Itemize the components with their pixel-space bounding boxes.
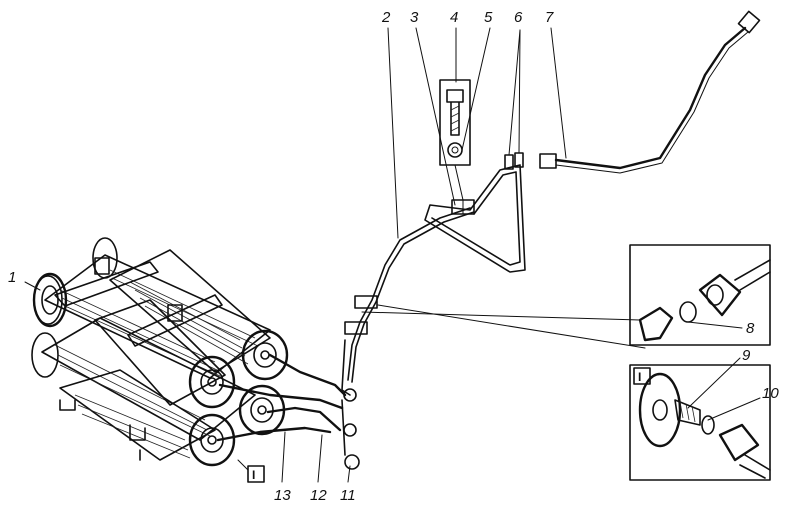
filter-canister-front-middle <box>94 299 286 436</box>
fuel-lines <box>216 207 475 470</box>
distributor-tee <box>341 295 378 470</box>
detail-tag-inset: I <box>638 370 641 384</box>
callout-6: 6 <box>514 9 523 26</box>
filter-canister-front-upper <box>109 249 289 381</box>
callout-5: 5 <box>484 9 493 26</box>
callout-1: 1 <box>8 269 16 286</box>
callout-4: 4 <box>450 9 458 26</box>
pipe-loop-bracket <box>424 164 526 273</box>
mounting-clamps <box>54 257 223 347</box>
bolt <box>446 89 464 136</box>
callout-7: 7 <box>545 9 554 26</box>
filter-bank <box>31 237 289 467</box>
filter-hose-lower-13 <box>216 426 332 442</box>
filter-hose-middle <box>266 406 342 432</box>
detail-inset-upper <box>629 244 771 346</box>
filter-hose-upper <box>268 353 347 397</box>
filter-canister-rear-lower <box>31 317 256 441</box>
callout-labels: 1 2 3 4 5 6 7 8 9 10 11 12 13 <box>8 9 779 504</box>
callout-8: 8 <box>746 320 755 337</box>
base-bracket <box>59 399 146 461</box>
main-pipe-2 <box>347 207 471 381</box>
leader-lines <box>24 27 761 483</box>
callout-2: 2 <box>381 9 391 26</box>
hose-unions <box>504 152 557 170</box>
detail-marker: I <box>237 459 265 483</box>
washer <box>447 142 463 158</box>
hose-end-fitting <box>737 10 761 34</box>
filter-cover-end <box>32 272 68 328</box>
callout-13: 13 <box>274 487 291 504</box>
filter-canister-front-lower <box>59 369 236 467</box>
callout-12: 12 <box>310 487 327 504</box>
callout-11: 11 <box>340 487 356 504</box>
detail-inset-lower: I <box>629 364 771 481</box>
flexible-hose-7 <box>554 26 747 170</box>
callout-9: 9 <box>742 347 751 364</box>
bolt-washer-inset <box>439 79 471 201</box>
callout-3: 3 <box>410 9 419 26</box>
callout-10: 10 <box>762 385 779 402</box>
detail-tag-main: I <box>252 468 255 482</box>
